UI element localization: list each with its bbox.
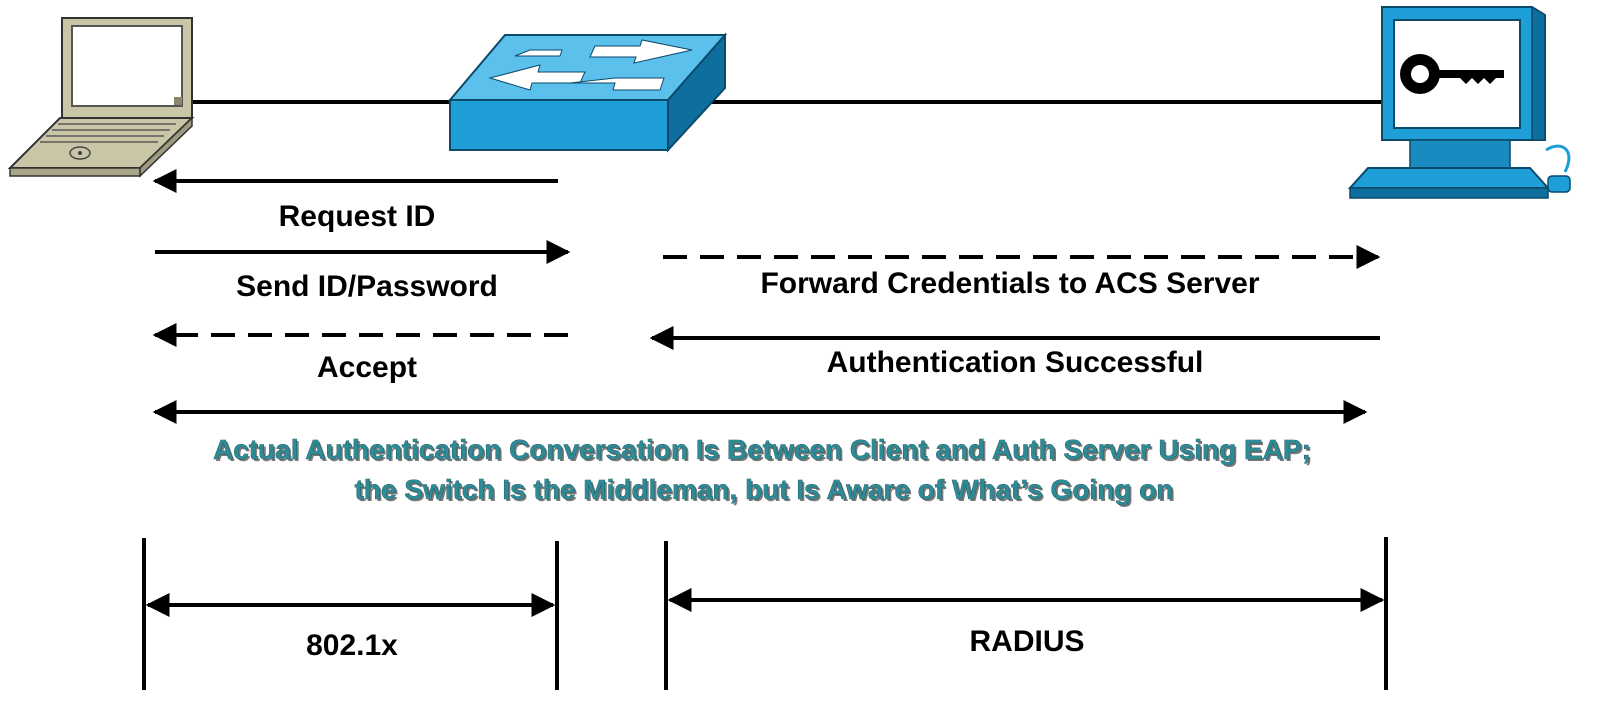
eap-note-line2: the Switch Is the Middleman, but Is Awar…	[355, 474, 1174, 505]
eap-note-line1: Actual Authentication Conversation Is Be…	[213, 434, 1311, 465]
auth-successful-label: Authentication Successful	[827, 346, 1204, 379]
protocol-8021x-label: 802.1x	[306, 629, 398, 662]
eap-note-line1-shadow: Actual Authentication Conversation Is Be…	[215, 436, 1313, 467]
laptop-icon	[7, 17, 195, 178]
eap-note-line2-shadow: the Switch Is the Middleman, but Is Awar…	[357, 476, 1176, 507]
request-id-label: Request ID	[279, 200, 436, 233]
acs-server-icon	[1347, 5, 1571, 199]
accept-label: Accept	[317, 351, 417, 384]
send-id-password-label: Send ID/Password	[236, 270, 498, 303]
forward-credentials-label: Forward Credentials to ACS Server	[760, 267, 1259, 300]
switch-icon	[447, 32, 728, 153]
protocol-radius-label: RADIUS	[969, 625, 1084, 658]
